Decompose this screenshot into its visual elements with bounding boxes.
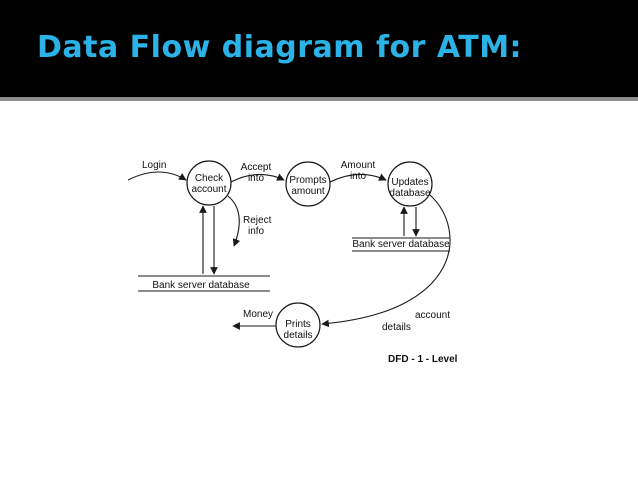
- flow-account-details: [321, 194, 451, 328]
- diagram-caption: DFD - 1 - Level: [388, 354, 458, 365]
- updates-database-line2: database: [389, 188, 431, 199]
- updates-database-line1: Updates: [391, 177, 428, 188]
- label-details: details: [382, 322, 411, 333]
- check-account-line2: account: [191, 184, 226, 195]
- label-money: Money: [243, 309, 273, 320]
- slide-title: Data Flow diagram for ATM:: [37, 30, 523, 65]
- label-amount-1: Amount: [341, 160, 376, 171]
- flow-accept: [230, 173, 285, 183]
- label-reject-2: info: [248, 226, 265, 237]
- flow-reject: [227, 195, 241, 247]
- datastore-bank-right-label: Bank server database: [352, 239, 450, 250]
- process-updates-database: Updates database: [387, 161, 433, 207]
- check-account-line1: Check: [195, 173, 224, 184]
- prints-details-line2: details: [284, 330, 313, 341]
- label-login: Login: [142, 160, 166, 171]
- prompts-amount-line1: Prompts: [289, 175, 326, 186]
- label-reject-1: Reject: [243, 215, 272, 226]
- label-account: account: [415, 310, 450, 321]
- datastore-bank-right: Bank server database: [352, 237, 450, 252]
- flow-amount: [329, 173, 387, 183]
- datastore-bank-left-label: Bank server database: [152, 280, 250, 291]
- process-prompts-amount: Prompts amount: [285, 161, 331, 207]
- label-amount-2: into: [350, 171, 367, 182]
- prompts-amount-line2: amount: [291, 186, 325, 197]
- title-bar: Data Flow diagram for ATM:: [0, 0, 638, 101]
- label-accept-2: into: [248, 173, 265, 184]
- flow-login: [127, 171, 187, 181]
- datastore-bank-left: Bank server database: [138, 275, 270, 292]
- process-prints-details: Prints details: [275, 302, 321, 348]
- prints-details-line1: Prints: [285, 319, 311, 330]
- label-accept-1: Accept: [241, 162, 272, 173]
- process-check-account: Check account: [186, 160, 232, 206]
